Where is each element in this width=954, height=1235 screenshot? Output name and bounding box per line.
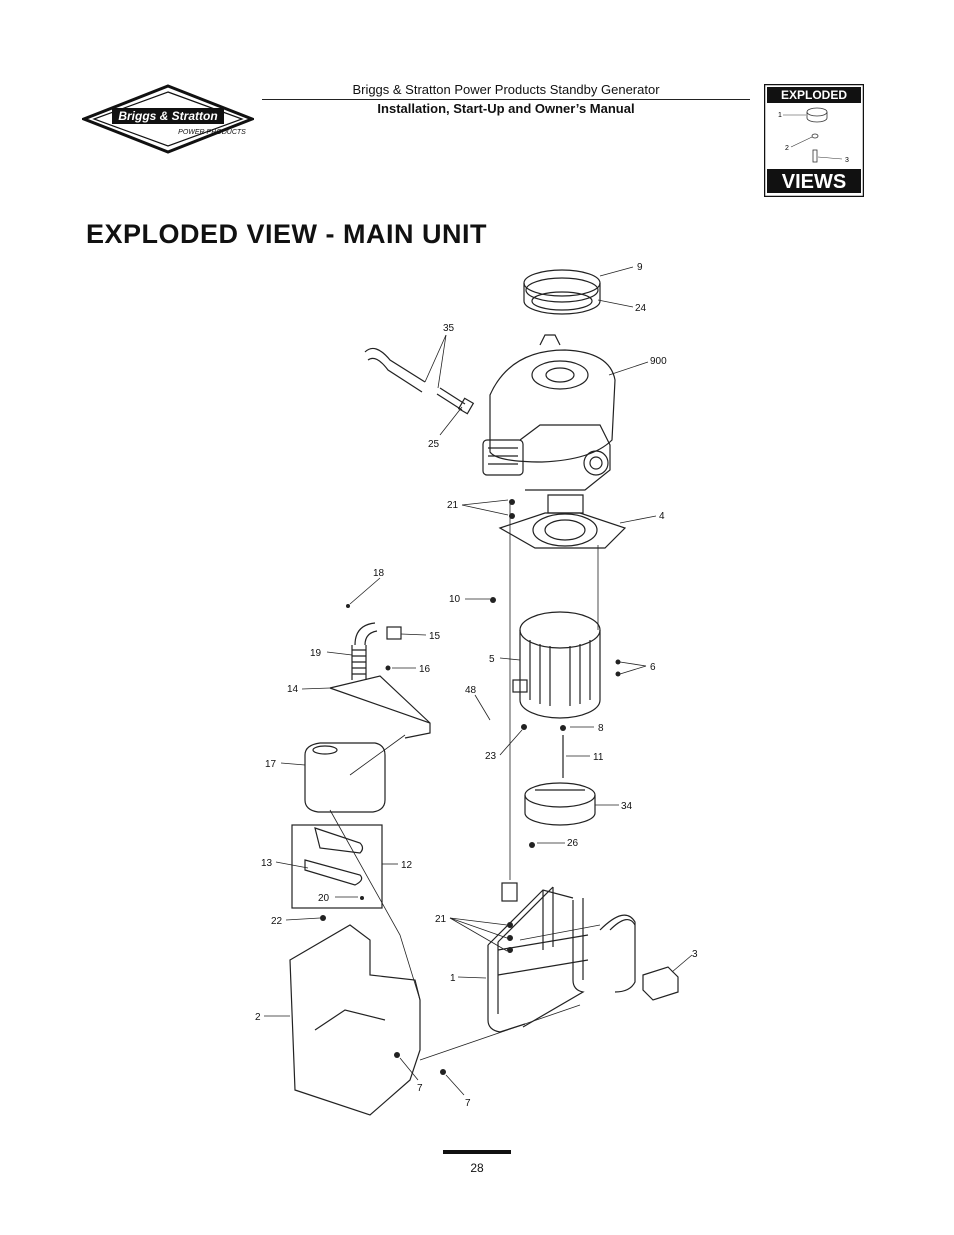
callout-8: 8 bbox=[598, 723, 604, 734]
callout-6: 6 bbox=[650, 662, 656, 673]
header-rule bbox=[262, 99, 750, 100]
logo-sub-text: POWER PRODUCTS bbox=[178, 129, 246, 136]
callout-15: 15 bbox=[429, 631, 441, 642]
callout-18: 18 bbox=[373, 568, 385, 579]
part-adapter bbox=[498, 494, 627, 549]
callout-23: 23 bbox=[485, 751, 497, 762]
header-line-2: Installation, Start-Up and Owner’s Manua… bbox=[377, 101, 635, 116]
part-alternator bbox=[512, 611, 601, 719]
callout-900: 900 bbox=[650, 356, 667, 367]
badge-top-word: EXPLODED bbox=[781, 88, 847, 102]
exploded-views-badge: EXPLODED 1 2 3 VIEWS bbox=[764, 84, 864, 197]
briggs-stratton-logo: Briggs & Stratton POWER PRODUCTS bbox=[82, 84, 254, 154]
callout-24: 24 bbox=[635, 303, 647, 314]
part-end-cover bbox=[524, 782, 596, 826]
callout-21-upper: 21 bbox=[447, 500, 459, 511]
callout-34: 34 bbox=[621, 801, 633, 812]
part-enclosure-panel bbox=[289, 924, 421, 1116]
part-exhaust-pipe bbox=[351, 622, 402, 680]
part-muffler bbox=[304, 742, 386, 813]
part-hose bbox=[364, 347, 475, 415]
callout-17: 17 bbox=[265, 759, 277, 770]
callout-26: 26 bbox=[567, 838, 579, 849]
callout-9: 9 bbox=[637, 262, 643, 273]
badge-bottom-word: VIEWS bbox=[782, 171, 846, 193]
callout-7-a: 7 bbox=[417, 1083, 423, 1094]
callout-16: 16 bbox=[419, 664, 431, 675]
callout-13: 13 bbox=[261, 858, 273, 869]
callout-5: 5 bbox=[489, 654, 495, 665]
callout-7-b: 7 bbox=[465, 1098, 471, 1109]
logo-brand-text: Briggs & Stratton bbox=[118, 109, 217, 123]
callout-1: 1 bbox=[450, 973, 456, 984]
badge-callout-1: 1 bbox=[778, 112, 782, 119]
badge-callout-2: 2 bbox=[785, 145, 789, 152]
part-frame bbox=[487, 886, 636, 1033]
callout-14: 14 bbox=[287, 684, 299, 695]
part-engine bbox=[482, 334, 616, 491]
header-line-1: Briggs & Stratton Power Products Standby… bbox=[352, 82, 660, 97]
callout-11: 11 bbox=[593, 752, 604, 763]
callout-3: 3 bbox=[692, 949, 698, 960]
page-number-bar bbox=[443, 1150, 511, 1154]
page-number: 28 bbox=[470, 1161, 484, 1175]
part-ring bbox=[523, 269, 601, 315]
callout-22: 22 bbox=[271, 916, 283, 927]
callout-20: 20 bbox=[318, 893, 330, 904]
badge-callout-3: 3 bbox=[845, 157, 849, 164]
callout-2: 2 bbox=[255, 1012, 261, 1023]
callout-35: 35 bbox=[443, 323, 455, 334]
callout-10: 10 bbox=[449, 594, 461, 605]
page-title: EXPLODED VIEW - MAIN UNIT bbox=[86, 219, 488, 249]
callout-12: 12 bbox=[401, 860, 413, 871]
callout-21-lower: 21 bbox=[435, 914, 447, 925]
callout-4: 4 bbox=[659, 511, 665, 522]
callout-48: 48 bbox=[465, 685, 477, 696]
callout-19: 19 bbox=[310, 648, 322, 659]
callout-25: 25 bbox=[428, 439, 440, 450]
